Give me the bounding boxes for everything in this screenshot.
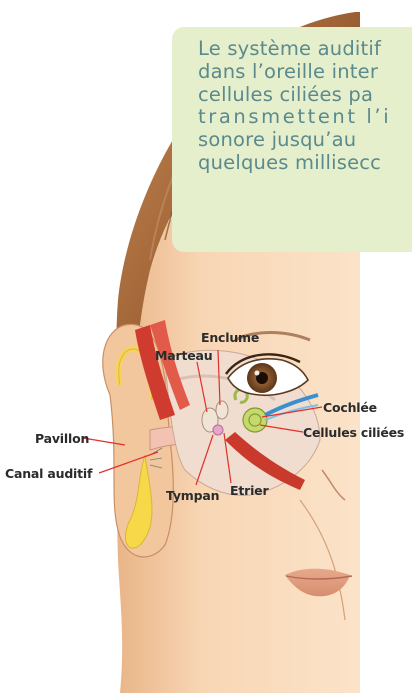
label-cochlee: Cochlée — [323, 400, 377, 415]
label-pavillon: Pavillon — [35, 431, 89, 446]
intro-line-1: Le système auditif — [198, 38, 412, 61]
intro-line-2: dans l’oreille inter — [198, 61, 412, 84]
label-marteau: Marteau — [155, 348, 212, 363]
label-etrier: Etrier — [230, 483, 268, 498]
intro-line-4: transmettent l’i — [198, 106, 412, 129]
intro-text-box: Le système auditif dans l’oreille inter … — [172, 27, 412, 252]
label-canal-auditif: Canal auditif — [5, 466, 92, 481]
intro-line-6: quelques millisecc — [198, 152, 412, 175]
label-enclume: Enclume — [201, 330, 259, 345]
intro-line-3: cellules ciliées pa — [198, 84, 412, 107]
label-cellules-ciliees: Cellules ciliées — [303, 425, 404, 440]
intro-line-5: sonore jusqu’au — [198, 129, 412, 152]
label-tympan: Tympan — [166, 488, 219, 503]
